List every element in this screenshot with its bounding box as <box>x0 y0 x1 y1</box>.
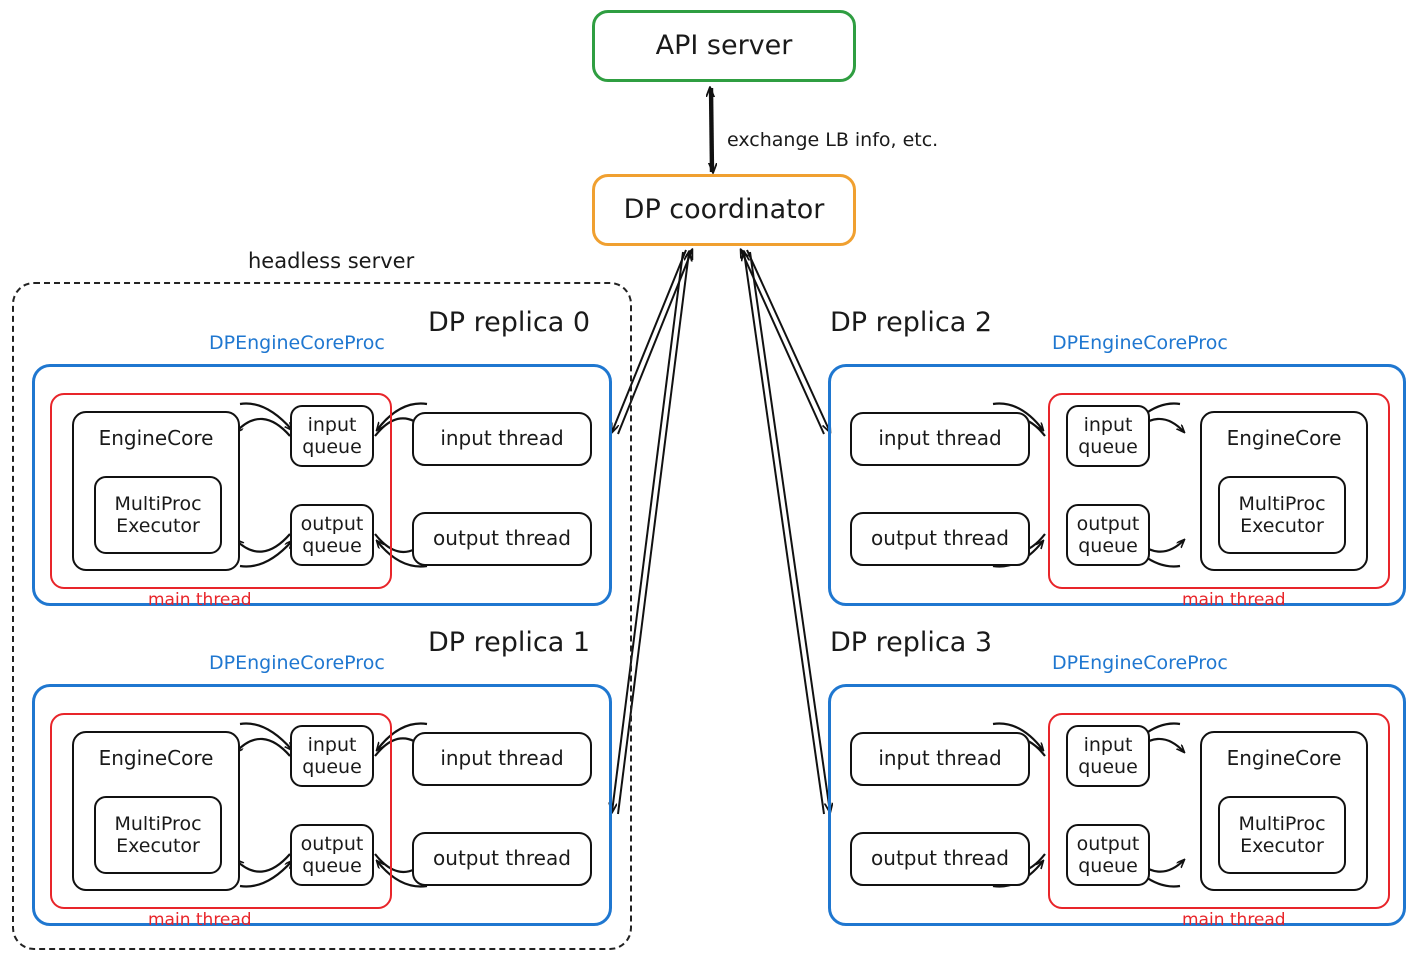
input-queue-line1: input <box>307 733 357 756</box>
input-thread-label: input thread <box>878 746 1002 771</box>
input-thread-label: input thread <box>878 426 1002 451</box>
input-queue-line1: input <box>1083 413 1133 436</box>
replica-3-output-queue[interactable]: output queue <box>1066 824 1150 886</box>
replica-2-input-queue[interactable]: input queue <box>1066 405 1150 467</box>
replica-1-main-thread-label: main thread <box>148 910 252 930</box>
replica-3-proc-frame <box>828 684 1406 926</box>
multiproc-executor-line2: Executor <box>116 515 200 537</box>
multiproc-executor-line2: Executor <box>116 835 200 857</box>
replica-2-main-thread-frame <box>1048 393 1390 589</box>
arrow-coordinator-replica-3 <box>744 252 830 815</box>
input-queue-line2: queue <box>1078 756 1138 778</box>
replica-2-title: DP replica 2 <box>830 307 993 338</box>
replica-2-proc-frame <box>828 364 1406 606</box>
input-thread-label: input thread <box>440 746 564 771</box>
api-server-node[interactable]: API server <box>592 10 856 82</box>
replica-3-title: DP replica 3 <box>830 627 993 658</box>
input-queue-line1: input <box>307 413 357 436</box>
input-queue-line2: queue <box>1078 436 1138 458</box>
multiproc-executor-line1: MultiProc <box>114 492 202 515</box>
replica-3-main-thread-frame <box>1048 713 1390 909</box>
multiproc-executor-line1: MultiProc <box>114 812 202 835</box>
output-queue-line2: queue <box>302 535 362 557</box>
replica-2-proc-label: DPEngineCoreProc <box>1052 332 1228 354</box>
output-thread-label: output thread <box>871 526 1009 551</box>
engine-core-label: EngineCore <box>1226 746 1342 770</box>
replica-1-output-queue[interactable]: output queue <box>290 824 374 886</box>
output-queue-line1: output <box>1076 832 1140 855</box>
replica-2-output-queue[interactable]: output queue <box>1066 504 1150 566</box>
replica-3-input-queue[interactable]: input queue <box>1066 725 1150 787</box>
engine-core-label: EngineCore <box>1226 426 1342 450</box>
replica-0-title: DP replica 0 <box>428 307 591 338</box>
replica-3-multiproc-executor[interactable]: MultiProc Executor <box>1218 796 1346 874</box>
replica-0-output-queue[interactable]: output queue <box>290 504 374 566</box>
engine-core-label: EngineCore <box>98 426 214 450</box>
multiproc-executor-line2: Executor <box>1240 515 1324 537</box>
replica-0-multiproc-executor[interactable]: MultiProc Executor <box>94 476 222 554</box>
replica-1-proc-frame <box>32 684 612 926</box>
input-queue-line2: queue <box>302 436 362 458</box>
replica-1-title: DP replica 1 <box>428 627 591 658</box>
arrow-api-coordinator <box>710 88 713 172</box>
input-queue-line1: input <box>1083 733 1133 756</box>
replica-3-main-thread-label: main thread <box>1182 910 1286 930</box>
replica-0-input-thread[interactable]: input thread <box>412 412 592 466</box>
engine-core-label: EngineCore <box>98 746 214 770</box>
multiproc-executor-line1: MultiProc <box>1238 812 1326 835</box>
replica-3-proc-label: DPEngineCoreProc <box>1052 652 1228 674</box>
output-queue-line2: queue <box>302 855 362 877</box>
arrow-coordinator-replica-2 <box>741 250 830 435</box>
dp-coordinator-label: DP coordinator <box>623 194 825 226</box>
output-queue-line1: output <box>1076 512 1140 535</box>
replica-1-multiproc-executor[interactable]: MultiProc Executor <box>94 796 222 874</box>
multiproc-executor-line1: MultiProc <box>1238 492 1326 515</box>
replica-0-input-queue[interactable]: input queue <box>290 405 374 467</box>
replica-1-output-thread[interactable]: output thread <box>412 832 592 886</box>
output-thread-label: output thread <box>433 846 571 871</box>
replica-3-input-thread[interactable]: input thread <box>850 732 1030 786</box>
replica-2-input-thread[interactable]: input thread <box>850 412 1030 466</box>
exchange-info-label: exchange LB info, etc. <box>727 129 939 151</box>
input-queue-line2: queue <box>302 756 362 778</box>
replica-2-multiproc-executor[interactable]: MultiProc Executor <box>1218 476 1346 554</box>
replica-1-proc-label: DPEngineCoreProc <box>209 652 385 674</box>
replica-0-output-thread[interactable]: output thread <box>412 512 592 566</box>
output-queue-line2: queue <box>1078 855 1138 877</box>
headless-server-label: headless server <box>248 249 415 273</box>
api-server-label: API server <box>655 30 793 62</box>
replica-3-output-thread[interactable]: output thread <box>850 832 1030 886</box>
dp-coordinator-node[interactable]: DP coordinator <box>592 174 856 246</box>
replica-0-proc-label: DPEngineCoreProc <box>209 332 385 354</box>
output-thread-label: output thread <box>433 526 571 551</box>
replica-2-main-thread-label: main thread <box>1182 590 1286 610</box>
headless-server-frame <box>12 282 632 950</box>
replica-1-input-thread[interactable]: input thread <box>412 732 592 786</box>
input-thread-label: input thread <box>440 426 564 451</box>
replica-1-input-queue[interactable]: input queue <box>290 725 374 787</box>
output-queue-line2: queue <box>1078 535 1138 557</box>
replica-2-output-thread[interactable]: output thread <box>850 512 1030 566</box>
replica-1-main-thread-frame <box>50 713 392 909</box>
multiproc-executor-line2: Executor <box>1240 835 1324 857</box>
replica-0-proc-frame <box>32 364 612 606</box>
replica-0-main-thread-frame <box>50 393 392 589</box>
replica-0-main-thread-label: main thread <box>148 590 252 610</box>
output-queue-line1: output <box>300 832 364 855</box>
output-thread-label: output thread <box>871 846 1009 871</box>
output-queue-line1: output <box>300 512 364 535</box>
